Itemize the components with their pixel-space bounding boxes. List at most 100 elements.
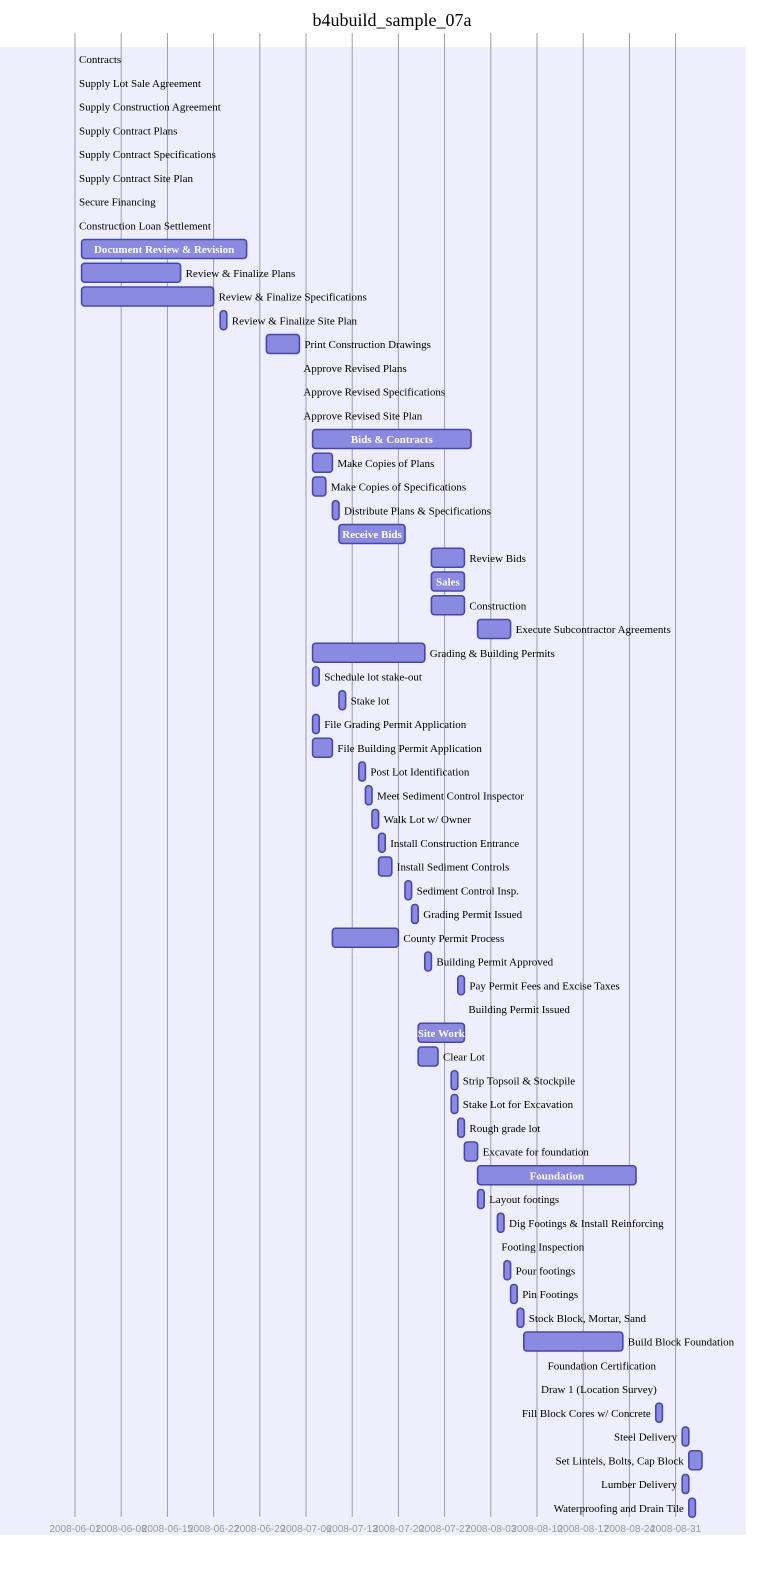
task-bar <box>496 1212 505 1234</box>
task-bar <box>450 1069 459 1091</box>
x-tick-label: 2008-08-17 <box>558 1524 610 1535</box>
task-label: Building Permit Approved <box>436 957 553 969</box>
task-bar <box>80 286 215 307</box>
chart-title: b4ubuild_sample_07a <box>313 10 472 30</box>
task-label: Sediment Control Insp. <box>417 885 520 897</box>
task-label: Review Bids <box>469 553 526 565</box>
milestone-label: Supply Contract Specifications <box>79 149 216 161</box>
task-bar <box>311 452 334 474</box>
task-bar <box>311 666 321 687</box>
task-label: Receive Bids <box>342 529 402 541</box>
task-label: Pay Permit Fees and Excise Taxes <box>469 980 619 992</box>
milestone-label: Construction Loan Settlement <box>79 220 211 232</box>
task-label: Stake Lot for Excavation <box>463 1099 574 1111</box>
task-bar <box>311 737 334 759</box>
x-tick-label: 2008-06-22 <box>188 1524 240 1535</box>
task-label: County Permit Process <box>403 933 504 945</box>
task-bar <box>311 476 327 497</box>
milestone-label: Supply Construction Agreement <box>79 102 221 114</box>
task-label: Install Construction Entrance <box>390 838 519 850</box>
task-bar <box>377 856 393 877</box>
task-bar <box>681 1473 690 1495</box>
task-label: Distribute Plans & Specifications <box>344 505 491 517</box>
task-label: Print Construction Drawings <box>304 339 431 351</box>
x-axis-ticks: 2008-06-012008-06-082008-06-152008-06-22… <box>49 1524 701 1535</box>
task-label: Waterproofing and Drain Tile <box>554 1503 684 1515</box>
task-label: Rough grade lot <box>469 1123 540 1135</box>
task-bar <box>456 1117 466 1139</box>
task-label: Foundation <box>530 1170 584 1182</box>
milestone-label: Approve Revised Site Plan <box>303 410 422 422</box>
task-bar <box>476 1164 637 1186</box>
task-label: Site Work <box>418 1028 466 1040</box>
task-label: Grading Permit Issued <box>423 909 522 921</box>
milestone-label: Foundation Certification <box>548 1360 657 1372</box>
task-label: Pin Footings <box>522 1289 578 1301</box>
task-label: Dig Footings & Install Reinforcing <box>509 1218 664 1230</box>
task-bar <box>423 951 433 972</box>
x-tick-label: 2008-06-08 <box>96 1524 148 1535</box>
milestone-label: Supply Lot Sale Agreement <box>79 78 201 90</box>
task-bar <box>410 903 420 925</box>
task-label: Construction <box>469 600 526 612</box>
task-bar <box>338 689 347 711</box>
task-label: Strip Topsoil & Stockpile <box>463 1075 576 1087</box>
x-tick-label: 2008-06-01 <box>49 1524 101 1535</box>
milestone-label: Contracts <box>79 54 121 66</box>
task-bar <box>687 1449 703 1471</box>
task-bar <box>430 594 466 616</box>
x-tick-label: 2008-08-31 <box>650 1524 702 1535</box>
task-label: Make Copies of Plans <box>337 458 434 470</box>
x-tick-label: 2008-08-03 <box>465 1524 517 1535</box>
milestone-label: Building Permit Issued <box>468 1004 570 1016</box>
task-label: Make Copies of Specifications <box>331 482 466 494</box>
x-tick-label: 2008-07-13 <box>327 1524 379 1535</box>
task-label: Bids & Contracts <box>351 434 434 446</box>
task-label: Fill Block Cores w/ Concrete <box>522 1408 651 1420</box>
task-bar <box>476 618 512 640</box>
milestone-label: Secure Financing <box>79 197 156 209</box>
x-tick-label: 2008-06-15 <box>142 1524 194 1535</box>
task-bar <box>450 1093 459 1115</box>
x-tick-label: 2008-07-27 <box>419 1524 471 1535</box>
task-label: Walk Lot w/ Owner <box>384 814 472 826</box>
task-label: Layout footings <box>489 1194 559 1206</box>
task-bar <box>509 1283 519 1305</box>
task-bar <box>417 1046 439 1067</box>
task-bar <box>503 1259 512 1281</box>
task-label: Review & Finalize Site Plan <box>232 315 358 327</box>
task-label: Execute Subcontractor Agreements <box>516 624 671 636</box>
task-bar <box>338 523 406 545</box>
task-label: Build Block Foundation <box>628 1337 735 1349</box>
task-label: Meet Sediment Control Inspector <box>377 790 524 802</box>
task-bar <box>476 1188 486 1210</box>
task-label: Install Sediment Controls <box>397 862 509 874</box>
milestone-label: Approve Revised Specifications <box>303 387 445 399</box>
task-bar <box>311 642 426 664</box>
task-label: Post Lot Identification <box>370 767 469 779</box>
task-bar <box>522 1331 624 1352</box>
task-label: Set Lintels, Bolts, Cap Block <box>555 1455 684 1467</box>
milestone-label: Supply Contract Site Plan <box>79 173 193 185</box>
task-label: Document Review & Revision <box>94 244 234 256</box>
task-bar <box>404 879 413 901</box>
task-label: File Building Permit Application <box>337 743 482 755</box>
task-bar <box>417 1022 466 1044</box>
task-label: Steel Delivery <box>614 1432 678 1444</box>
x-tick-label: 2008-06-29 <box>234 1524 286 1535</box>
milestone-label: Approve Revised Plans <box>303 363 406 375</box>
task-bar <box>357 761 367 782</box>
x-tick-label: 2008-08-10 <box>511 1524 563 1535</box>
task-bar <box>219 309 228 331</box>
task-label: Clear Lot <box>443 1052 485 1064</box>
task-label: Pour footings <box>516 1265 576 1277</box>
milestone-label: Draw 1 (Location Survey) <box>541 1384 657 1396</box>
task-label: Sales <box>436 577 461 589</box>
milestone-label: Supply Contract Plans <box>79 125 177 137</box>
x-tick-label: 2008-07-20 <box>373 1524 425 1535</box>
task-bar <box>311 713 321 735</box>
task-label: Review & Finalize Specifications <box>219 292 367 304</box>
task-bar <box>331 927 400 949</box>
task-bar <box>371 808 380 830</box>
